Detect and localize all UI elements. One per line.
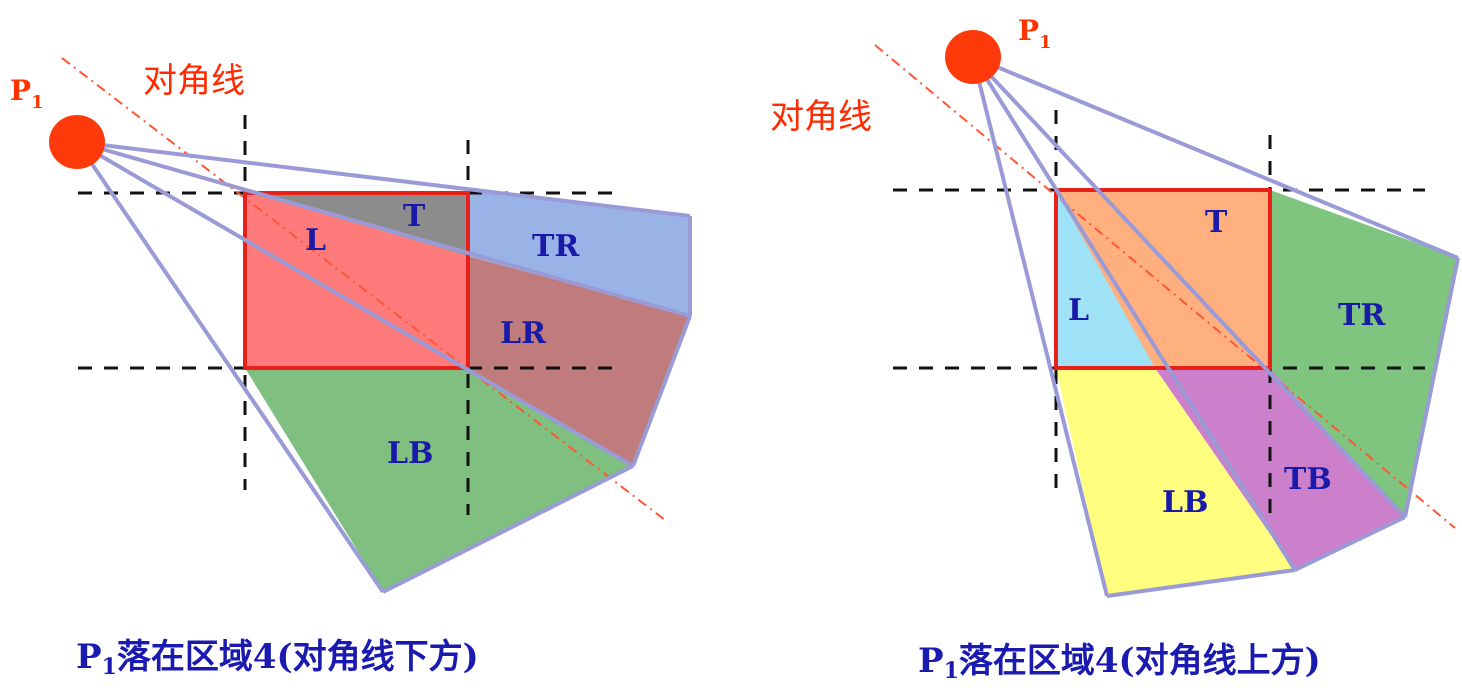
left-proj-line-bb xyxy=(75,140,635,468)
right-proj-line-bl xyxy=(971,56,1109,597)
right-region-t-fill xyxy=(1056,190,1270,368)
left-region-l-label: L xyxy=(305,223,326,258)
right-diagram: P1 对角线 T L TR LB TB P1落在区域4(对角线上方) xyxy=(770,14,1460,684)
left-proj-edge-bottom xyxy=(382,464,634,594)
right-region-l-fill xyxy=(1056,190,1155,368)
left-proj-line-br xyxy=(76,140,691,318)
right-proj-line-tr xyxy=(972,55,1459,260)
left-projection-lines xyxy=(75,140,692,594)
right-caption: P1落在区域4(对角线上方) xyxy=(918,641,1321,684)
right-point-p1 xyxy=(945,30,1001,84)
left-region-lb-fill xyxy=(245,368,633,592)
left-diagram: P1 对角线 L T TR LR LB P1落在区域4(对角线下方) xyxy=(10,57,692,680)
right-proj-line-br xyxy=(971,55,1407,519)
right-region-tr-fill xyxy=(1270,190,1458,517)
left-diagonal-label: 对角线 xyxy=(143,61,245,101)
right-region-t-label: T xyxy=(1205,205,1228,240)
left-diagonal-line xyxy=(61,57,666,521)
left-proj-edge-br xyxy=(631,315,692,467)
right-region-lb-label: LB xyxy=(1162,485,1208,520)
left-region-tr-label: TR xyxy=(532,229,580,264)
left-point-p1 xyxy=(49,115,105,169)
right-region-tb-fill xyxy=(1155,368,1405,570)
right-point-label: P1 xyxy=(1018,14,1052,53)
left-caption: P1落在区域4(对角线下方) xyxy=(76,637,479,680)
right-proj-edge-bottom xyxy=(1106,568,1296,598)
left-rectangle xyxy=(243,191,470,370)
left-region-lr-label: LR xyxy=(500,316,547,351)
left-proj-line-bl xyxy=(75,140,385,594)
right-projection-lines xyxy=(971,55,1460,598)
right-rectangle xyxy=(1054,188,1272,370)
left-region-lb-label: LB xyxy=(387,436,433,471)
left-region-l-fill xyxy=(245,193,468,368)
right-diagonal-line xyxy=(874,44,1456,529)
right-proj-edge-right xyxy=(1403,257,1460,518)
left-region-t-label: T xyxy=(403,199,426,234)
right-region-tr-label: TR xyxy=(1338,298,1386,333)
left-point-label: P1 xyxy=(10,74,44,113)
right-proj-line-mid xyxy=(971,55,1297,572)
left-proj-line-tr xyxy=(76,140,691,218)
right-region-lb-fill xyxy=(1056,368,1295,596)
right-diagonal-label: 对角线 xyxy=(770,97,872,137)
right-proj-edge-br xyxy=(1294,515,1406,572)
left-region-lr-fill xyxy=(468,256,690,466)
left-region-tr-fill xyxy=(468,190,690,316)
right-region-l-label: L xyxy=(1068,293,1089,328)
right-region-tb-label: TB xyxy=(1284,462,1332,497)
